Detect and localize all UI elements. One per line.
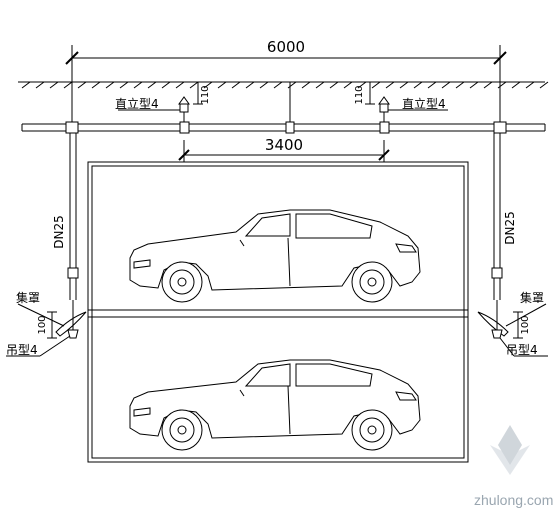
pendant-sprinkler-right [491,329,503,339]
collector-label-left: 集罩 [16,290,40,305]
drop-pipe-left-label: DN25 [52,215,66,249]
pendant-dimension-right-label: 100 [520,315,531,334]
ceiling-hatch-mark [329,81,339,89]
ceiling-hatch-mark [357,81,367,89]
inner-dimension [178,140,390,162]
pendant-label-left: 吊型4 [6,343,38,357]
collector-label-right: 集罩 [520,290,544,305]
ceiling-hatch-mark [273,81,283,89]
offset-dimension-right-label: 110 [354,85,365,104]
ceiling-hatch-mark [315,81,325,89]
ceiling-hatch-mark [455,81,465,89]
ceiling-hatch-mark [105,81,115,89]
drop-pipe-right [491,133,503,312]
pendant-leader-right [499,337,515,357]
pipe-fittings [65,121,507,134]
branch-pipe [21,123,546,132]
ceiling-hatch-mark [231,81,241,89]
ceiling-hatch-mark [245,81,255,89]
ceiling-hatch-mark [371,81,381,89]
upright-label-right: 直立型4 [402,96,446,111]
ceiling-hatch-mark [259,81,269,89]
ceiling-hatch-mark [343,81,353,89]
ceiling-hatch-mark [441,81,451,89]
collector-leader-left [17,303,65,327]
ceiling-hatch-mark [77,81,87,89]
pendant-dimension-left-label: 100 [37,315,48,334]
ceiling-hatch-mark [21,81,31,89]
pendant-dimension-left [47,311,57,339]
watermark-text: zhulong.com [474,492,553,508]
ceiling-hatch-mark [35,81,45,89]
inner-dimension-label: 3400 [265,136,303,154]
ceiling-hatch-mark [497,81,507,89]
ceiling-hatch-mark [301,81,311,89]
ceiling-hatch-mark [175,81,185,89]
offset-dimension-left-label: 110 [200,85,211,104]
pendant-sprinkler-left [67,329,79,339]
pendant-label-right: 吊型4 [506,343,538,357]
pendant-dimension-right [513,311,523,339]
ceiling-hatch-mark [133,81,143,89]
ceiling [18,81,549,89]
collector-leader-right [505,303,547,327]
upright-sprinkler-left [178,96,190,122]
offset-dimension-right [365,82,375,105]
drop-pipe-left [67,133,79,312]
ceiling-hatch-mark [427,81,437,89]
upright-label-left: 直立型4 [115,96,159,111]
ceiling-hatch-mark [147,81,157,89]
ceiling-hatch-mark [91,81,101,89]
drop-pipe-right-label: DN25 [503,211,517,245]
overall-dimension [65,45,507,128]
ceiling-hatch-mark [189,81,199,89]
ceiling-hatch-mark [287,81,297,89]
pendant-leader-left-diag [39,335,71,357]
overall-dimension-label: 6000 [267,38,305,56]
car-lower [129,359,421,451]
ceiling-hatch-mark [469,81,479,89]
watermark-logo [490,425,530,475]
ceiling-hatch-mark [63,81,73,89]
ceiling-hatch-mark [385,81,395,89]
ceiling-hatch-mark [511,81,521,89]
ceiling-hatch-mark [539,81,549,89]
ceiling-hatch-mark [49,81,59,89]
ceiling-hatch-mark [413,81,423,89]
parking-frame [87,161,469,463]
ceiling-hatch-mark [161,81,171,89]
ceiling-hatch-mark [525,81,535,89]
collector-hood-left [55,311,87,337]
ceiling-hatch-mark [203,81,213,89]
ceiling-hatch-mark [119,81,129,89]
ceiling-hatch-mark [399,81,409,89]
car-upper [129,209,421,303]
ceiling-hatch-mark [483,81,493,89]
upright-sprinkler-right [378,96,390,122]
ceiling-hatch-mark [217,81,227,89]
offset-dimension-left [193,82,203,105]
